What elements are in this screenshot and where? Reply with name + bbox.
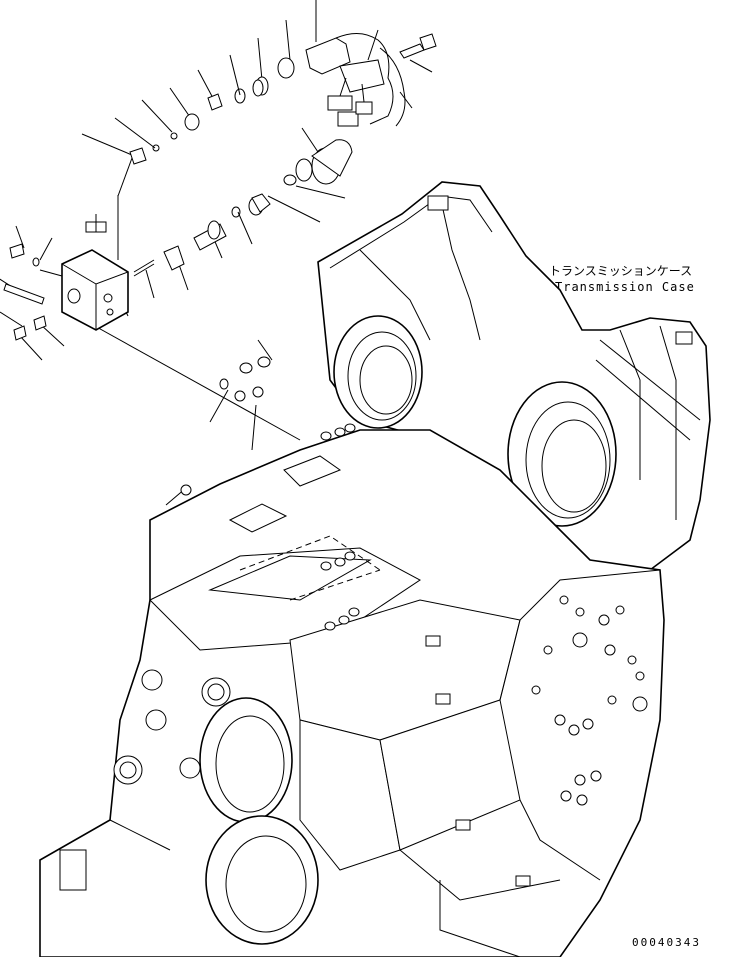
exploded-components: [3, 33, 437, 496]
transmission-case: [39, 181, 711, 957]
leader-lines: [0, 0, 433, 571]
valve-plate-holes: [531, 595, 648, 806]
callout-japanese: トランスミッションケース: [549, 264, 692, 278]
callout-english: Transmission Case: [555, 280, 695, 294]
drawing-number: 00040343: [632, 936, 701, 949]
